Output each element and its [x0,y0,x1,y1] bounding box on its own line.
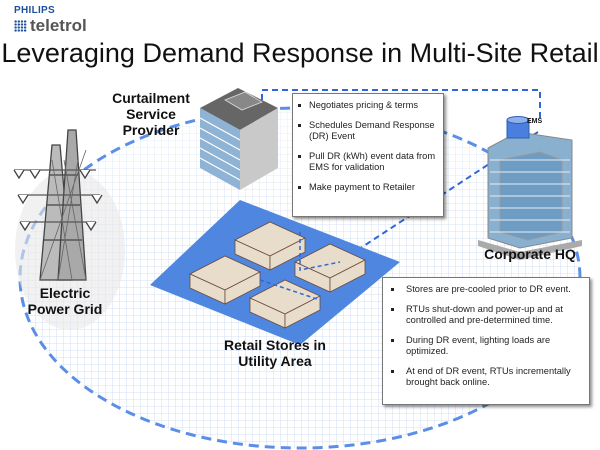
power-tower-icon [13,129,125,330]
teletrol-logo: teletrol [14,16,87,36]
ems-label: EMS [527,118,543,125]
store-action-item: Stores are pre-cooled prior to DR event. [383,284,585,295]
power-grid-label-line: Power Grid [27,301,103,317]
csp-responsibility-item: Pull DR (kWh) event data from EMS for va… [293,151,443,173]
power-grid-label: Electric Power Grid [10,285,120,317]
retail-stores-label-line: Utility Area [238,353,312,369]
office-building-icon [199,88,278,190]
teletrol-wordmark: teletrol [30,16,87,35]
retail-stores-label-line: Retail Stores in [224,337,326,353]
csp-label-line: Service [126,106,176,122]
csp-responsibility-item: Schedules Demand Response (DR) Event [293,120,443,142]
teletrol-dot-grid-icon [14,20,27,32]
csp-label-line: Curtailment [112,90,190,106]
retail-stores-label: Retail Stores in Utility Area [205,337,345,369]
corporate-hq-label: Corporate HQ [484,246,576,262]
power-grid-label-line: Electric [39,285,91,301]
ems-database-icon [506,116,530,124]
retail-store-icon [150,200,400,345]
store-action-item: RTUs shut-down and power-up and at contr… [383,304,585,326]
store-action-item: At end of DR event, RTUs incrementally b… [383,366,585,388]
corporate-tower-icon [478,116,582,260]
store-action-item: During DR event, lighting loads are opti… [383,335,585,357]
page-title: Leveraging Demand Response in Multi-Site… [1,38,599,68]
philips-logo: PHILIPS [14,5,55,16]
store-actions-box: Stores are pre-cooled prior to DR event.… [382,277,590,405]
csp-responsibilities-box: Negotiates pricing & terms Schedules Dem… [292,93,444,217]
csp-label: Curtailment Service Provider [102,90,200,138]
csp-responsibility-item: Make payment to Retailer [293,182,443,193]
csp-label-line: Provider [122,122,180,138]
csp-responsibility-item: Negotiates pricing & terms [293,100,443,111]
